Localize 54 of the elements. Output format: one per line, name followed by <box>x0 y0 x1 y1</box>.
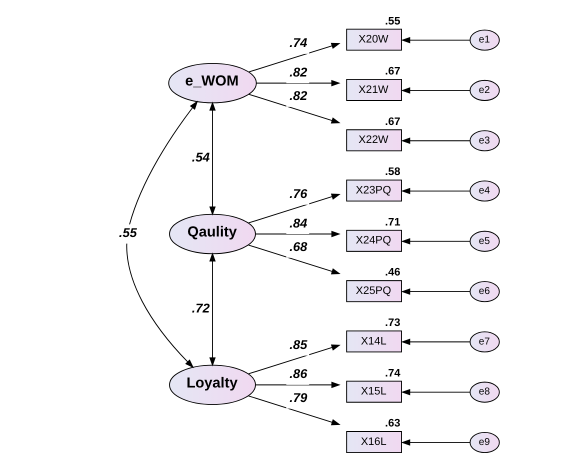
node-ellipse: e7 <box>469 331 500 352</box>
edge-label: .82 <box>289 88 307 104</box>
edge-label: .68 <box>289 239 307 254</box>
edge-label: .74 <box>289 35 307 50</box>
node-ellipse: Qaulity <box>168 214 256 254</box>
node-ellipse: e9 <box>469 432 500 453</box>
arrow <box>254 230 340 238</box>
arrow <box>248 395 340 426</box>
node-label: .58 <box>384 166 400 178</box>
edge-label: .54 <box>191 149 210 164</box>
arrow <box>255 80 340 86</box>
arrow <box>248 344 340 374</box>
node-label: .67 <box>384 116 400 128</box>
node-ellipse: e6 <box>469 281 500 302</box>
arrow <box>400 36 470 44</box>
arrow <box>248 194 340 224</box>
node-ellipse: Loyalty <box>168 364 256 405</box>
arrow <box>254 382 340 388</box>
node-ellipse: e_WOM <box>168 63 256 104</box>
arrow <box>400 138 470 144</box>
arrow <box>400 288 470 295</box>
edge-label: .76 <box>289 186 307 202</box>
arrow <box>400 188 470 194</box>
arrow <box>400 338 470 346</box>
arrow <box>208 252 216 367</box>
edge-label: .84 <box>289 215 307 230</box>
node-ellipse: e2 <box>469 80 500 101</box>
node-label: .55 <box>384 15 400 28</box>
arrow <box>400 87 470 94</box>
node-label: .73 <box>384 316 400 329</box>
node-label: .46 <box>384 266 400 279</box>
node-ellipse: e1 <box>469 30 500 51</box>
node-ellipse: e4 <box>469 180 500 202</box>
edge-label: .85 <box>289 336 307 352</box>
arrow <box>126 100 198 368</box>
edge-label: .86 <box>289 366 307 382</box>
node-ellipse: e5 <box>469 230 500 252</box>
arrow <box>248 42 340 72</box>
edge-label: .55 <box>118 224 136 240</box>
arrow <box>400 439 470 446</box>
arrow <box>248 94 340 124</box>
arrow <box>400 238 470 245</box>
arrow <box>400 388 470 396</box>
edge-label: .82 <box>289 64 307 80</box>
edge-label: .79 <box>289 390 307 405</box>
arrow <box>248 244 340 274</box>
node-label: .63 <box>384 418 400 430</box>
edge-label: .72 <box>191 300 210 316</box>
node-label: .71 <box>384 216 400 228</box>
node-ellipse: e3 <box>469 130 500 152</box>
node-label: .74 <box>384 367 400 380</box>
node-ellipse: e8 <box>469 382 500 403</box>
node-label: .67 <box>384 66 400 78</box>
arrow <box>208 101 216 216</box>
